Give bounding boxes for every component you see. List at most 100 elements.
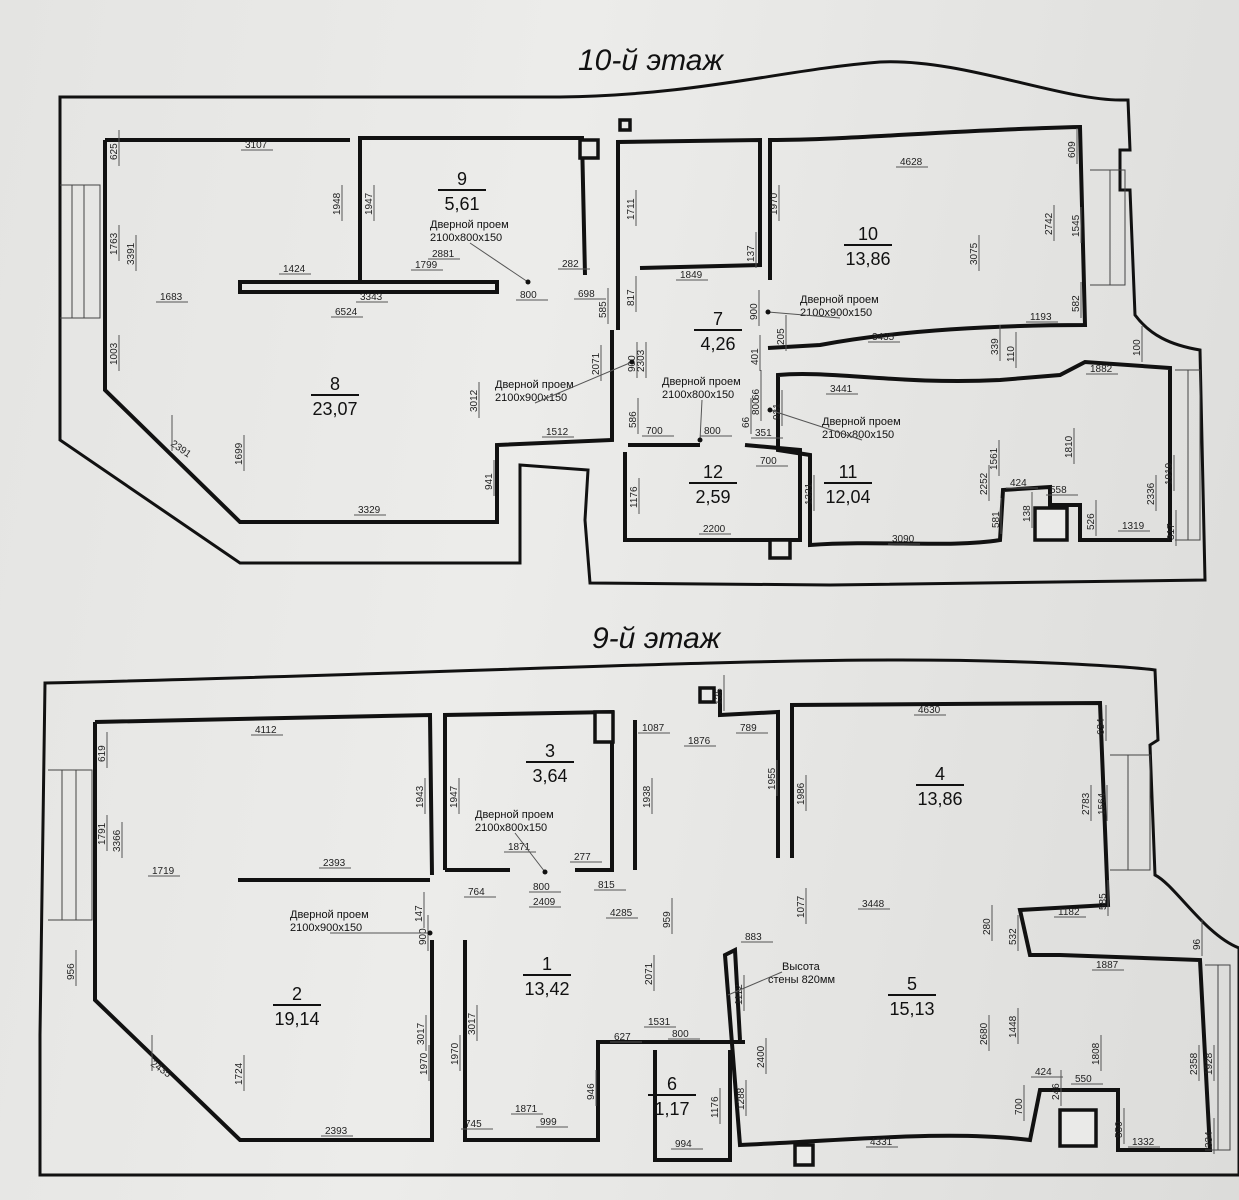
dimension-label: 582 bbox=[1071, 295, 1082, 312]
wall-height-note: Высота bbox=[782, 961, 821, 973]
dimension-label: 1319 bbox=[1122, 521, 1145, 532]
dimension-label: 1849 bbox=[680, 270, 703, 281]
dimension-label: 96 bbox=[1192, 938, 1203, 950]
dimension-label: 3448 bbox=[862, 899, 885, 910]
room-7-walls bbox=[616, 137, 802, 542]
dimension-label: 1919 bbox=[1164, 462, 1175, 485]
room-number: 12 bbox=[703, 462, 723, 482]
dimension-label: 800 bbox=[704, 426, 721, 437]
dimension-label: 585 bbox=[1098, 893, 1109, 910]
dimension-label: 700 bbox=[760, 456, 777, 467]
dimension-label: 2400 bbox=[756, 1045, 767, 1068]
dimension-label: 900 bbox=[418, 928, 429, 945]
windows bbox=[48, 169, 1231, 1151]
room-label: 95,61 bbox=[438, 169, 486, 214]
room-1-walls bbox=[463, 690, 780, 1142]
room-label: 61,17 bbox=[648, 1074, 696, 1119]
dimension-label: 1970 bbox=[769, 192, 780, 215]
room-4-5-walls bbox=[722, 700, 1213, 1152]
dimension-label: 1970 bbox=[450, 1042, 461, 1065]
dimension-label: 1808 bbox=[1091, 1042, 1102, 1065]
dimension-label: 424 bbox=[1010, 478, 1027, 489]
dimension-label: 1321 bbox=[804, 482, 815, 505]
dimension-label: 1876 bbox=[688, 736, 711, 747]
dimension-label: 800 bbox=[520, 290, 537, 301]
door-size: 2100x800x150 bbox=[430, 232, 502, 244]
door-label: Дверной проем bbox=[430, 219, 509, 231]
dimension-label: 2742 bbox=[1044, 212, 1055, 235]
ventilation-9b bbox=[793, 1143, 815, 1167]
dimension-label: 2303 bbox=[636, 349, 647, 372]
dimension-label: 3435 bbox=[872, 332, 895, 343]
dimension-label: 800 bbox=[533, 882, 550, 893]
dimension-label: 3012 bbox=[469, 389, 480, 412]
room-area: 19,14 bbox=[274, 1009, 319, 1029]
dimension-label: 3017 bbox=[467, 1012, 478, 1035]
dimension-label: 532 bbox=[1008, 928, 1019, 945]
dimension-label: 1087 bbox=[642, 723, 665, 734]
shaft-9 bbox=[1058, 1108, 1098, 1148]
dimension-label: 1970 bbox=[419, 1052, 430, 1075]
dimension-label: 1948 bbox=[332, 192, 343, 215]
dimension-label: 1077 bbox=[796, 895, 807, 918]
dimension-label: 800 bbox=[672, 1029, 689, 1040]
dimension-label: 586 bbox=[628, 411, 639, 428]
room-area: 13,86 bbox=[845, 249, 890, 269]
room-number: 8 bbox=[330, 374, 340, 394]
dimension-label: 3075 bbox=[969, 242, 980, 265]
dimension-label: 1176 bbox=[629, 486, 640, 508]
dimension-label: 619 bbox=[97, 745, 108, 762]
dimension-label: 764 bbox=[468, 887, 485, 898]
dimension-label: 401 bbox=[750, 348, 761, 365]
dimension-label: 339 bbox=[990, 338, 1001, 355]
door-label: Дверной проем bbox=[290, 909, 369, 921]
dimension-label: 558 bbox=[1050, 485, 1067, 496]
dimension-label: 609 bbox=[1067, 141, 1078, 158]
dimension-label: 1986 bbox=[796, 782, 807, 805]
dimension-label: 625 bbox=[109, 143, 120, 160]
dimension-label: 1791 bbox=[97, 822, 108, 845]
door-size: 2100x800x150 bbox=[475, 822, 547, 834]
dimension-label: 2071 bbox=[644, 962, 655, 985]
dimension-label: 2393 bbox=[323, 858, 346, 869]
room-number: 6 bbox=[667, 1074, 677, 1094]
outer-wall-9 bbox=[38, 658, 1239, 1177]
door-label: Дверной проем bbox=[662, 376, 741, 388]
room-label: 33,64 bbox=[526, 741, 574, 786]
dimension-label: 3391 bbox=[126, 242, 137, 265]
dimension-label: 246 bbox=[1051, 1083, 1062, 1100]
door-size: 2100x900x150 bbox=[290, 922, 362, 934]
dimension-label: 4112 bbox=[255, 725, 277, 736]
dimension-label: 2071 bbox=[591, 352, 602, 375]
door-label: Дверной проем bbox=[475, 809, 554, 821]
dimension-label: 66 bbox=[751, 388, 762, 400]
room-area: 23,07 bbox=[312, 399, 357, 419]
dimension-label: 550 bbox=[1114, 1121, 1125, 1138]
dimension-label: 3366 bbox=[112, 829, 123, 852]
room-label: 515,13 bbox=[888, 974, 936, 1019]
door-label: Дверной проем bbox=[822, 416, 901, 428]
dimension-label: 745 bbox=[465, 1119, 482, 1130]
dimension-label: 2783 bbox=[1081, 792, 1092, 815]
dimension-label: 282 bbox=[562, 259, 579, 270]
dimension-label: 3107 bbox=[245, 140, 268, 151]
dimension-label: 1947 bbox=[364, 192, 375, 215]
dimension-label: 815 bbox=[598, 880, 615, 891]
floor-title-9: 9-й этаж bbox=[592, 622, 722, 655]
dimension-label: 135 bbox=[714, 688, 725, 705]
dimension-label: 800 bbox=[751, 398, 762, 415]
room-number: 11 bbox=[839, 462, 858, 482]
room-2-walls bbox=[93, 712, 434, 1142]
dimension-label: 3017 bbox=[416, 1022, 427, 1045]
dimension-label: 1112 bbox=[734, 984, 745, 1005]
dimension-label: 2336 bbox=[1146, 482, 1157, 505]
dimension-label: 1711 bbox=[626, 198, 637, 220]
dimension-label: 147 bbox=[414, 905, 425, 922]
dimension-label: 100 bbox=[1132, 339, 1143, 356]
room-number: 4 bbox=[935, 764, 945, 784]
dimension-label: 351 bbox=[755, 428, 772, 439]
